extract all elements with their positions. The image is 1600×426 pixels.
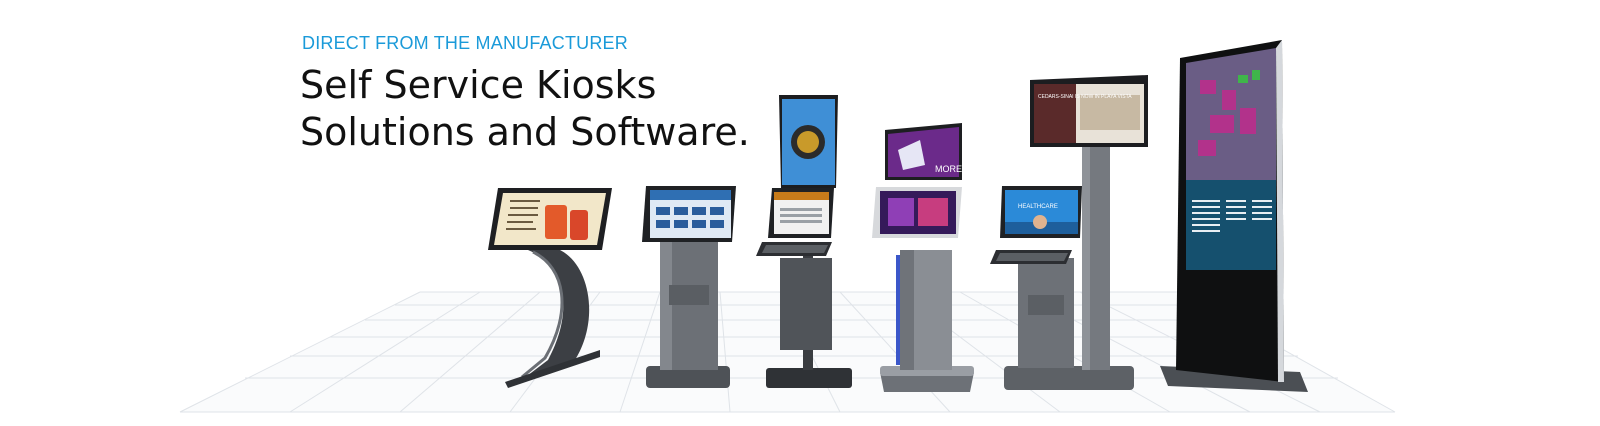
curved-stand-kiosk (488, 188, 612, 388)
tablet-style-kiosk: MORE (872, 123, 974, 392)
hero-headline: Self Service Kiosks Solutions and Softwa… (300, 62, 750, 156)
pedestal-touch-kiosk (642, 186, 736, 388)
eyebrow-tagline: DIRECT FROM THE MANUFACTURER (302, 33, 628, 53)
headline-line-2: Solutions and Software. (300, 110, 750, 154)
totem-directory-kiosk (1160, 40, 1308, 392)
tablet-kiosk-screen-text: MORE (935, 164, 962, 174)
tall-dual-screen-kiosk: CEDARS-SINAI IS NOW IN PLAYA VISTA HEALT… (990, 75, 1148, 390)
tall-kiosk-screen-text: CEDARS-SINAI IS NOW IN PLAYA VISTA (1038, 94, 1132, 100)
headline-line-1: Self Service Kiosks (300, 63, 657, 107)
healthcare-screen-label: HEALTHCARE (1018, 204, 1058, 210)
dual-screen-keyboard-kiosk (756, 95, 852, 388)
